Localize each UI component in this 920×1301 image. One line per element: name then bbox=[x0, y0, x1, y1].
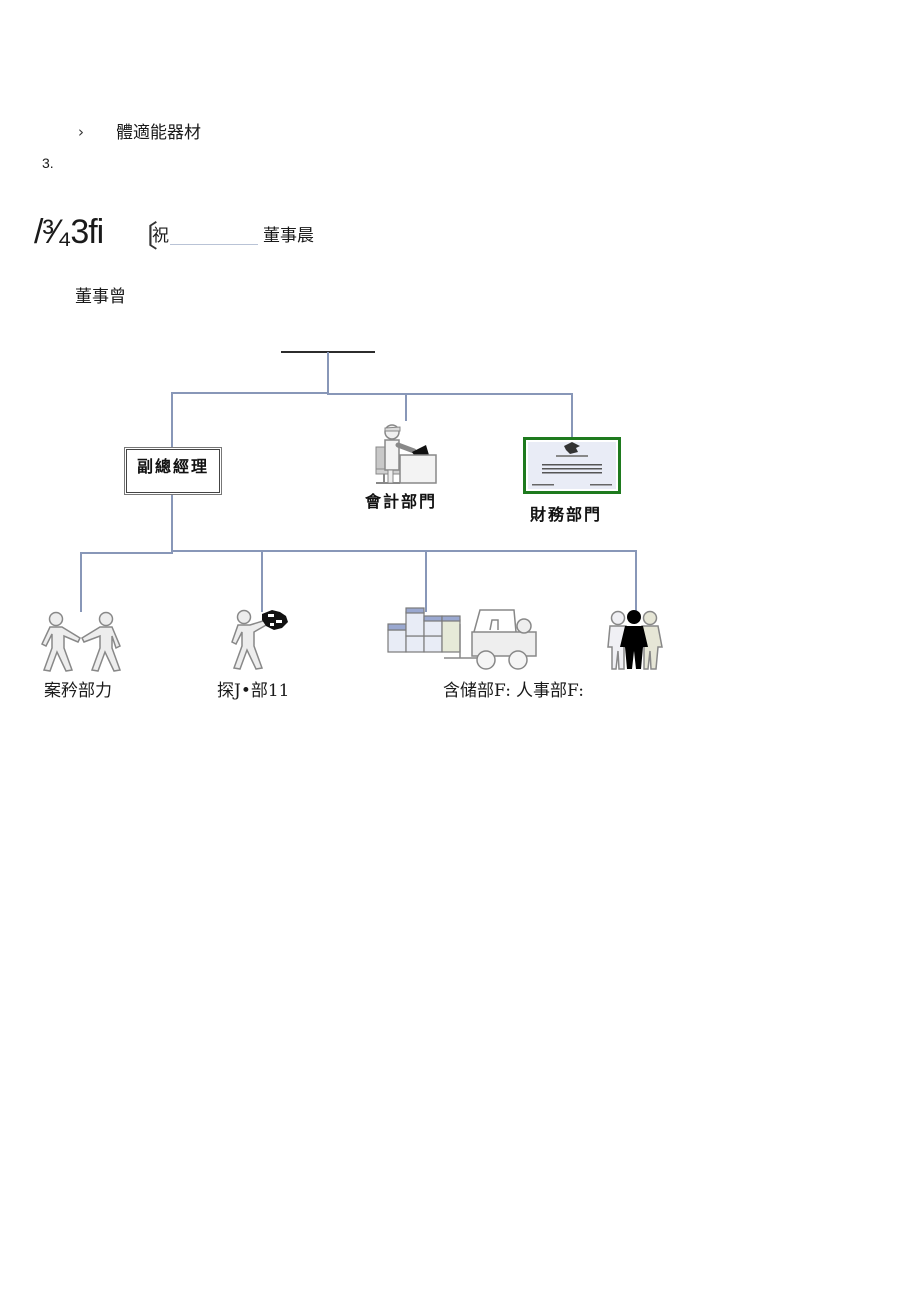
connector-line bbox=[81, 552, 173, 554]
connector-line bbox=[80, 552, 82, 612]
dept-label: 探J•部11 bbox=[217, 681, 290, 701]
connector-line bbox=[327, 393, 573, 395]
person-holding-money-icon bbox=[231, 609, 288, 670]
list-item-text: 體適能器材 bbox=[116, 123, 201, 143]
accountant-desk-icon bbox=[375, 424, 437, 484]
bracket-glyph: 〔 bbox=[128, 220, 158, 255]
dept-label: 案矜部力 bbox=[44, 681, 112, 701]
accounting-dept-label: 會計部門 bbox=[365, 492, 438, 511]
connector-line bbox=[171, 550, 637, 552]
connector-line bbox=[327, 352, 329, 394]
finance-dept-label: 財務部門 bbox=[530, 505, 603, 524]
connector-line bbox=[635, 550, 637, 612]
fill-in-blank bbox=[170, 228, 258, 245]
vice-gm-box: 副總經理 bbox=[124, 447, 222, 495]
section-number: 3. bbox=[42, 155, 54, 171]
handshake-people-icon bbox=[41, 611, 122, 672]
eagle-emblem-icon bbox=[532, 442, 612, 486]
warehouse-forklift-icon bbox=[387, 607, 537, 670]
vice-gm-label: 副總經理 bbox=[136, 457, 209, 476]
certificate-icon bbox=[523, 437, 621, 494]
board-label: 董事曾 bbox=[75, 287, 126, 307]
connector-line bbox=[405, 393, 407, 421]
chevron-right-icon: › bbox=[78, 123, 84, 141]
connector-line bbox=[171, 495, 173, 553]
connector-line bbox=[425, 550, 427, 612]
garbled-heading-prefix: /³⁄₄3fi bbox=[34, 213, 104, 251]
heading-label-left: 祝 bbox=[152, 226, 169, 246]
heading-label-right: 董事晨 bbox=[263, 226, 314, 246]
dept-label: 人事部F: bbox=[516, 681, 584, 701]
connector-line bbox=[172, 392, 328, 394]
connector-line bbox=[571, 393, 573, 438]
connector-line bbox=[171, 392, 173, 448]
connector-line bbox=[261, 550, 263, 612]
dept-label: 含储部F: bbox=[443, 681, 511, 701]
group-people-icon bbox=[607, 610, 663, 670]
